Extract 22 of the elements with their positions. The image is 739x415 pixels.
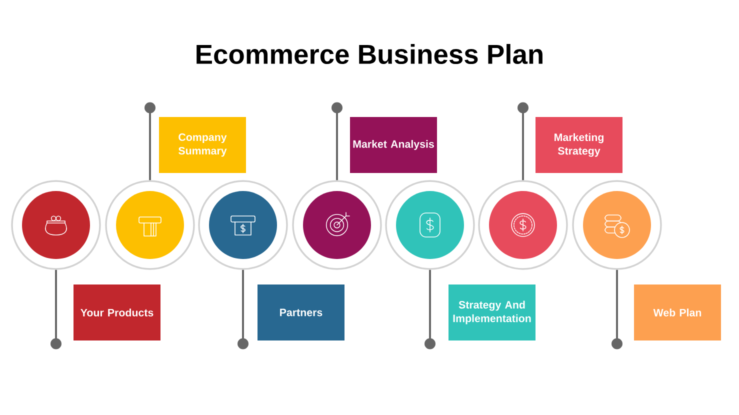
step-box: Web Plan: [634, 284, 721, 340]
step-circle: [478, 180, 568, 270]
connector-line: [332, 102, 342, 180]
step-circle: [11, 180, 101, 270]
connector-line: [518, 102, 528, 180]
step-circle: [105, 180, 195, 270]
connector-line: [612, 270, 622, 350]
step-circle: [385, 180, 475, 270]
step-box: Company Summary: [159, 117, 246, 173]
step-circle: [572, 180, 662, 270]
step-box: Your Products: [74, 284, 160, 340]
connector-line: [238, 270, 248, 350]
connector-line: [50, 270, 62, 350]
title: Ecommerce Business Plan: [196, 44, 542, 64]
step-box: Marketing Strategy: [536, 117, 622, 173]
step-circle: [292, 180, 382, 270]
step-box: Partners: [258, 284, 344, 340]
step-box: Strategy And Implementation: [448, 284, 536, 340]
step-box: Market Analysis: [350, 117, 437, 173]
connector-line: [144, 102, 156, 180]
step-circle: [198, 180, 288, 270]
connector-line: [424, 270, 436, 350]
